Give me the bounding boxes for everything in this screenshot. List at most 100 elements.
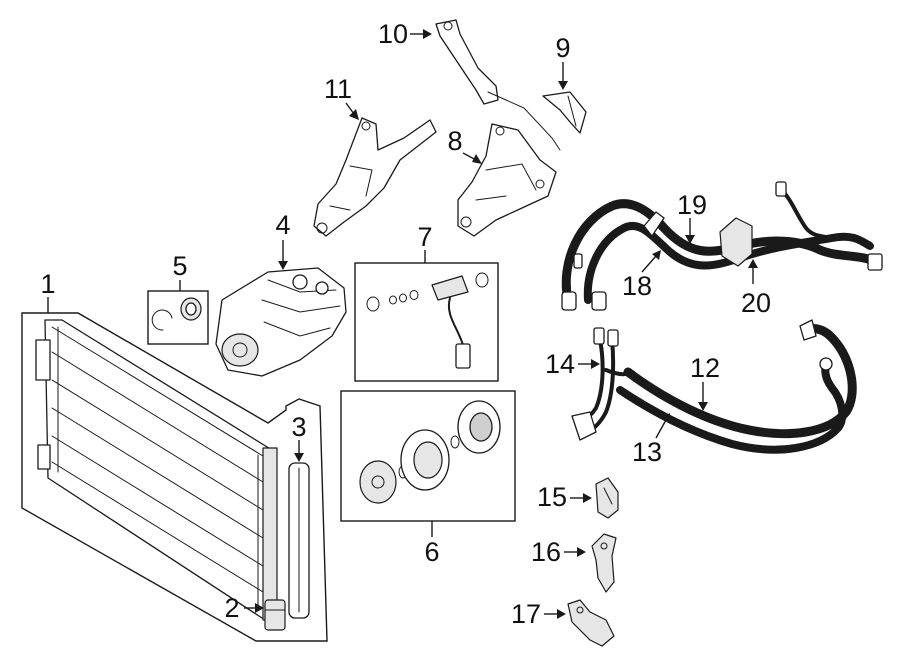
- hose-14-fitting-bottom: [571, 411, 597, 441]
- arrowhead-13: [662, 413, 670, 423]
- drier-cap-part[interactable]: [264, 599, 286, 631]
- arrowhead-12: [698, 402, 708, 411]
- hose-fitting-d: [775, 181, 787, 197]
- clip-15-group: 15: [537, 477, 619, 519]
- hose-14-fitting-top-b: [607, 329, 619, 347]
- arrowhead-20: [748, 259, 758, 268]
- hose-clamp-18[interactable]: [643, 211, 665, 237]
- bracket-16-part[interactable]: [591, 533, 617, 593]
- arrowhead-14: [591, 359, 600, 369]
- o-ring-small-3[interactable]: [409, 290, 419, 300]
- callout-17: 17: [511, 599, 541, 629]
- condenser-outline-box: [21, 312, 328, 642]
- bracket-9-part[interactable]: [542, 91, 587, 134]
- upper-hose-line-inner: [563, 200, 879, 303]
- clutch-assembly-group: 6: [340, 390, 516, 567]
- callout-5: 5: [172, 251, 187, 281]
- o-ring-small-1[interactable]: [389, 295, 397, 305]
- arrowhead-15: [583, 493, 592, 503]
- hose-12-end-fitting: [799, 319, 817, 341]
- bracket-17-group: 17: [511, 599, 615, 647]
- hose-13-end-fitting: [819, 357, 833, 371]
- clutch-snap-ring-part[interactable]: [450, 435, 460, 449]
- leader-18: [641, 255, 657, 273]
- arrowhead-16: [577, 547, 586, 557]
- callout-18: 18: [622, 271, 652, 301]
- hose-14-link: [604, 368, 632, 377]
- hose-14-line-a[interactable]: [576, 338, 605, 426]
- callout-16: 16: [531, 537, 561, 567]
- arrowhead-3: [294, 453, 304, 462]
- drier-cap-group: 2: [224, 593, 286, 631]
- callout-11: 11: [324, 74, 352, 104]
- bracket-9-group: 9: [542, 33, 587, 134]
- callout-7: 7: [417, 222, 432, 252]
- bracket-10-part[interactable]: [435, 19, 499, 105]
- callout-15: 15: [537, 482, 567, 512]
- lower-hose-assembly-group: 14 12 13: [545, 319, 857, 467]
- arrowhead-19: [685, 235, 695, 244]
- hose-fitting-e: [867, 253, 883, 271]
- compressor-port: [292, 274, 308, 290]
- condenser-bracket-lower: [37, 444, 51, 470]
- seal-strip-group: 3: [288, 412, 310, 619]
- leader-11: [345, 102, 355, 115]
- hose-fitting-b: [591, 291, 607, 311]
- arrowhead-10: [423, 29, 432, 39]
- seal-kit-5-box: [147, 290, 209, 345]
- seal-kit-5-group: 5: [147, 251, 209, 345]
- bracket-16-group: 16: [531, 533, 617, 593]
- switch-connector: [455, 343, 471, 369]
- bracket-11-part[interactable]: [313, 117, 437, 237]
- switch-kit-group: 7: [354, 222, 499, 382]
- bracket-17-part[interactable]: [567, 599, 615, 647]
- hose-13-inner: [617, 361, 845, 453]
- arrowhead-8: [472, 154, 482, 164]
- switch-o-ring[interactable]: [475, 272, 489, 288]
- callout-19: 19: [677, 190, 707, 220]
- o-ring-small-2[interactable]: [399, 293, 407, 303]
- snap-ring-part[interactable]: [151, 309, 173, 331]
- callout-9: 9: [555, 33, 570, 63]
- arrowhead-9: [558, 81, 568, 90]
- bracket-10-group: 10: [378, 19, 561, 151]
- muffler-20-part[interactable]: [719, 217, 753, 267]
- clutch-hub-part[interactable]: [359, 460, 397, 504]
- callout-3: 3: [291, 412, 306, 442]
- arrowhead-4: [278, 261, 288, 270]
- arrowhead-11: [349, 109, 359, 120]
- leader-13: [655, 419, 667, 439]
- bracket-8-part[interactable]: [457, 123, 557, 237]
- compressor-clutch-face: [221, 333, 259, 367]
- callout-1: 1: [40, 269, 55, 299]
- switch-wire: [447, 297, 464, 346]
- clip-15-part[interactable]: [595, 477, 619, 519]
- hose-fitting-c: [573, 253, 583, 269]
- callout-13: 13: [632, 437, 662, 467]
- hose-14-fitting-top-a: [593, 327, 605, 345]
- callout-2: 2: [224, 593, 239, 623]
- callout-20: 20: [741, 288, 771, 318]
- bracket-11-group: 11: [313, 74, 437, 237]
- arrowhead-2: [255, 603, 264, 613]
- upper-hose-branch: [778, 186, 834, 240]
- clutch-assembly-box: [340, 390, 516, 522]
- callout-4: 4: [275, 210, 290, 240]
- condenser-bracket: [35, 339, 51, 381]
- upper-hose-assembly-group: 19 18 20: [561, 181, 883, 318]
- bracket-8-group: 8: [447, 123, 557, 237]
- callout-14: 14: [545, 349, 575, 379]
- callout-12: 12: [690, 353, 720, 383]
- condenser-fins: [51, 326, 264, 609]
- callout-6: 6: [424, 537, 439, 567]
- o-ring-large[interactable]: [366, 296, 380, 312]
- arrowhead-18: [652, 250, 661, 260]
- arrowhead-17: [557, 609, 566, 619]
- switch-kit-box: [354, 262, 499, 382]
- hose-fitting-a: [561, 291, 577, 311]
- callout-8: 8: [447, 126, 462, 156]
- compressor-group: 4: [215, 210, 347, 377]
- pressure-switch-part[interactable]: [431, 275, 469, 301]
